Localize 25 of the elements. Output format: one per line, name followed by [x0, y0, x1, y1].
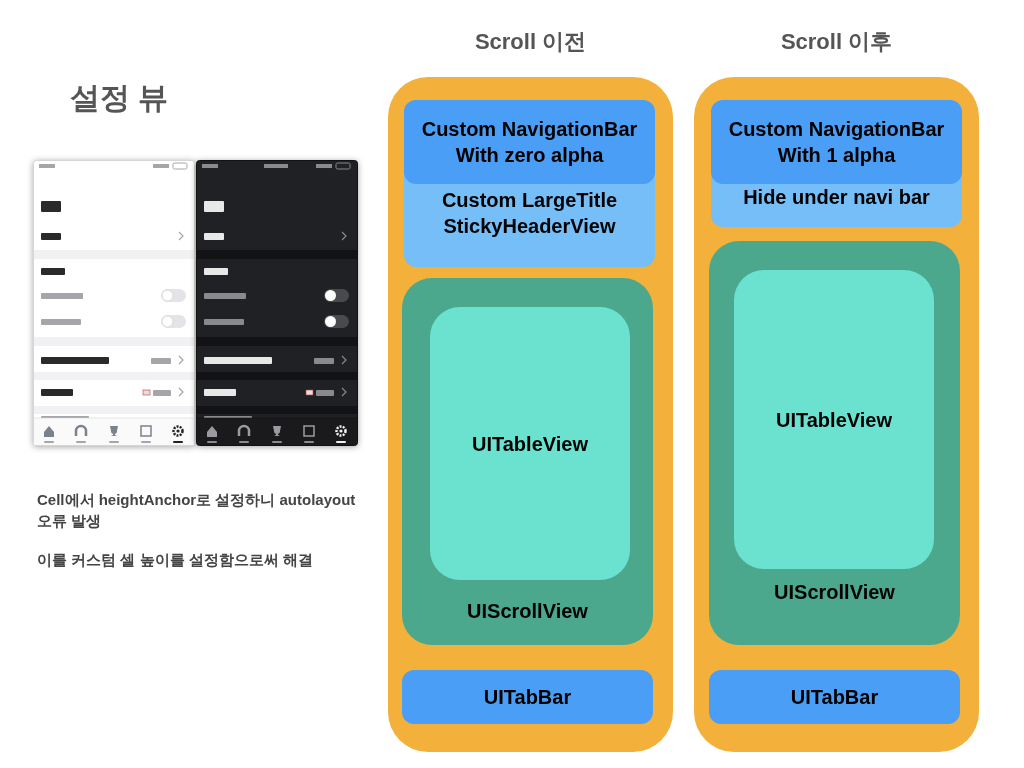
note-text: 이를 커스텀 셀 높이를 설정함으로써 해결	[37, 550, 314, 570]
box-label: UIScrollView	[774, 580, 895, 605]
note-text: Cell에서 heightAnchor로 설정하니 autolayout 오류 발생	[37, 490, 357, 531]
header-view-box	[404, 100, 655, 267]
page-title: 설정 뷰	[70, 80, 169, 116]
box-label: UIScrollView	[467, 599, 588, 624]
box-label: Custom NavigationBar With zero alpha	[420, 117, 639, 168]
box-label: UITableView	[776, 407, 892, 433]
box-label: Custom NavigationBar With 1 alpha	[727, 117, 946, 168]
column-heading: Scroll 이후	[780, 28, 893, 56]
box-label: UITabBar	[483, 685, 572, 710]
box-label: UITableView	[472, 431, 588, 457]
tab-bar-box	[402, 670, 653, 724]
box-label: UITabBar	[790, 685, 879, 710]
table-view-box	[430, 307, 630, 580]
navigation-bar-box	[711, 100, 962, 184]
tab-bar-box	[709, 670, 960, 724]
box-label: Hide under navi bar	[743, 185, 930, 210]
navigation-bar-box	[404, 100, 655, 184]
table-view-box	[734, 270, 934, 569]
scroll-view-box	[402, 278, 653, 645]
header-view-box	[711, 100, 962, 227]
column-heading: Scroll 이전	[474, 28, 587, 56]
box-label: Custom LargeTitle StickyHeaderView	[440, 188, 619, 239]
scroll-view-box	[709, 241, 960, 645]
